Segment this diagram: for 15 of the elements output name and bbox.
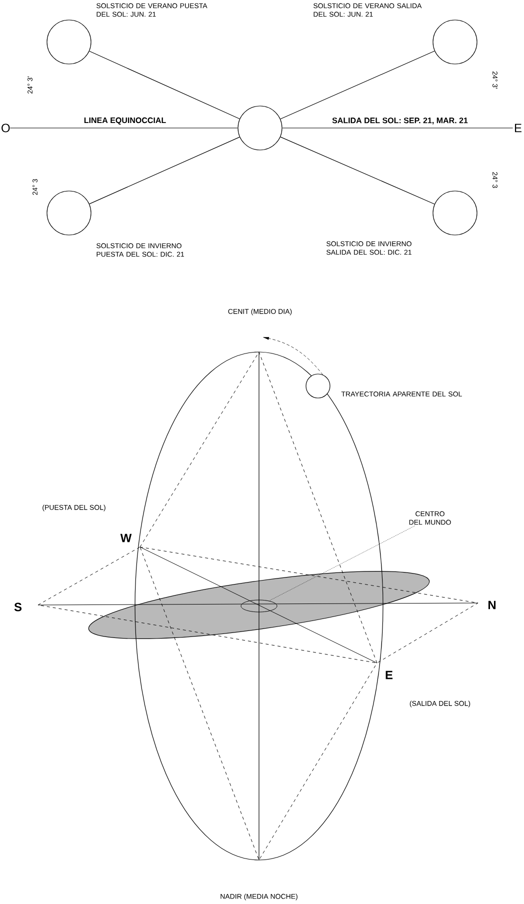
leader-line — [268, 526, 415, 602]
compass-letter: N — [488, 600, 496, 610]
compass-letter: S — [14, 602, 22, 612]
line — [89, 136, 240, 204]
compass-letter: E — [514, 124, 522, 132]
edge-label: SALIDA DEL SOL: SEP. 21, MAR. 21 — [332, 117, 468, 125]
circle — [238, 106, 282, 150]
line — [280, 136, 435, 204]
center-ellipse — [240, 600, 278, 612]
compass-letter: O — [2, 124, 10, 132]
compass-letter: W — [120, 534, 132, 542]
edge-label: LINEA EQUINOCCIAL — [83, 116, 167, 126]
line — [89, 50, 240, 120]
line — [280, 50, 435, 120]
compass-letter: E — [386, 670, 393, 680]
